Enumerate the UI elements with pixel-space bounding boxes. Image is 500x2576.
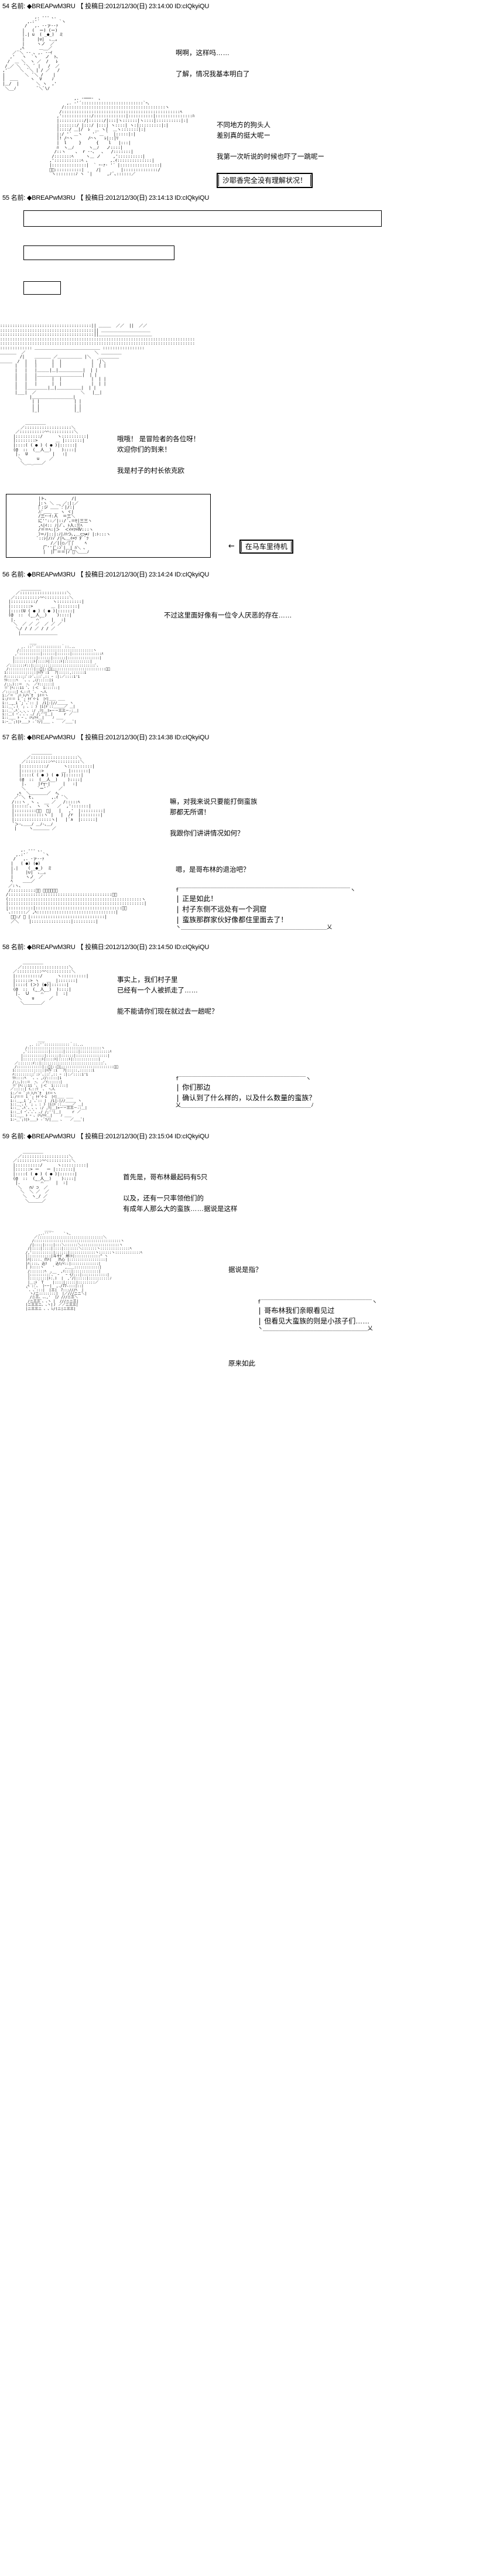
post-58-block-2: ＿＿ ,. ::'´::::::::::::｀::..、 /::::::::::…: [0, 1039, 500, 1122]
balloon-top-border: f‾‾‾‾‾‾‾‾‾‾‾‾‾‾‾‾‾‾‾‾‾‾‾‾‾‾‾‾‾‾‾‾‾‾‾ヽ: [258, 1299, 378, 1306]
hollow-box-medium: [23, 245, 174, 261]
post-54-block-2: ,. -───- ､ ,. ‐'´:::::::::::::::::::::::…: [0, 96, 500, 189]
ascii-art: |ト､ /| |:ヽ ＼ ＿ ／:|:／ |ﾞ:ジ ＿＿ ﾞ:ﾞ|/:| ﾉ:ﾞ…: [36, 496, 111, 555]
ascii-art: ＿＿＿＿＿ ／:::::::::::::::::::＼ ／::::::::::⌒…: [13, 1149, 89, 1203]
aa-art-elder-explain: ＿＿＿＿＿ ／:::::::::::::::::::＼ ／::::::::::⌒…: [0, 1149, 123, 1203]
post-55-scene-sofa: :::::::::::::::::::::::::::::::::::::|| …: [0, 323, 500, 413]
thread-page: 54 名前: ◆BREAPwM3RU 【 投稿日:2012/12/30(日) 2…: [0, 0, 500, 1375]
post-header-57: 57 名前: ◆BREAPwM3RU 【 投稿日:2012/12/30(日) 2…: [2, 734, 210, 742]
ascii-art: ＿＿＿＿＿ ／:::::::::::::::::::＼ ／::::::::::⌒…: [8, 586, 84, 636]
post-57: 57 名前: ◆BREAPwM3RU 【 投稿日:2012/12/30(日) 2…: [0, 733, 500, 932]
ascii-art: ＿＿＿＿＿ ／:::::::::::::::::::＼ ／::::::::::⌒…: [13, 960, 89, 1005]
speech-balloon-2: f‾‾‾‾‾‾‾‾‾‾‾‾‾‾‾‾‾‾‾‾‾‾‾‾‾‾‾‾‾‾‾‾‾‾‾‾‾‾‾…: [176, 1077, 316, 1108]
post-56: 56 名前: ◆BREAPwM3RU 【 投稿日:2012/12/30(日) 2…: [0, 571, 500, 724]
balloon-text: 哥布林我们亲眼看见过 但看见大蛮族的则是小孩子们……: [264, 1306, 370, 1326]
ascii-art: ＿＿＿＿＿ ／:::::::::::::::::::＼ ／::::::::::⌒…: [13, 420, 89, 466]
post-55-block-wagon: |ト､ /| |:ヽ ＼ ＿ ／:|:／ |ﾞ:ジ ＿＿ ﾞ:ﾞ|/:| ﾉ:ﾞ…: [0, 493, 500, 558]
speech-text: 事实上，我们村子里 已经有一个人被抓走了…… 能不能请你们现在就过去一趟呢？: [117, 977, 218, 1016]
post-59-right-col: 据说是指？ f‾‾‾‾‾‾‾‾‾‾‾‾‾‾‾‾‾‾‾‾‾‾‾‾‾‾‾‾‾‾‾‾‾…: [228, 1229, 500, 1369]
post-57-block-2: ,. -‐- ､. ,.:'´ `ヽ / ,. -ァ-‐ｧ | ( ●) (●)…: [0, 848, 500, 932]
speech-text: 哦哦！ 是冒险者的各位呀！ 欢迎你们的到来！ 我是村子的村长依克欧: [117, 435, 200, 475]
post-55-block-elder: ＿＿＿＿＿ ／:::::::::::::::::::＼ ／::::::::::⌒…: [0, 421, 500, 476]
post-59: 59 名前: ◆BREAPwM3RU 【 投稿日:2012/12/30(日) 2…: [0, 1132, 500, 1369]
post-55-speech-1-wrap: 哦哦！ 是冒险者的各位呀！ 欢迎你们的到来！ 我是村子的村长依克欧: [117, 421, 500, 476]
aa-art-big-figure: ＿＿_ ,.-''´ `ヽ､ ／::::::::::::::::::::::::…: [0, 1228, 228, 1311]
ascii-art: :::::::::::::::::::::::::::::::::::::|| …: [0, 323, 195, 413]
speech-text: 不过这里面好像有一位令人厌恶的存在……: [164, 612, 292, 619]
balloon-top-border: f‾‾‾‾‾‾‾‾‾‾‾‾‾‾‾‾‾‾‾‾‾‾‾‾‾‾‾‾‾‾‾‾‾‾‾‾‾‾‾…: [176, 1076, 311, 1083]
aa-art-village-elder: ＿＿＿＿＿ ／:::::::::::::::::::＼ ／::::::::::⌒…: [0, 421, 117, 466]
aa-art-elder-shock: ＿＿＿＿＿ ／:::::::::::::::::::＼ ／::::::::::⌒…: [0, 586, 164, 636]
wagon-frame: |ト､ /| |:ヽ ＼ ＿ ／:|:／ |ﾞ:ジ ＿＿ ﾞ:ﾞ|/:| ﾉ:ﾞ…: [6, 493, 211, 558]
speech-balloon-1: f‾‾‾‾‾‾‾‾‾‾‾‾‾‾‾‾‾‾‾‾‾‾‾‾‾‾‾‾‾‾‾‾‾‾‾‾‾‾‾…: [176, 888, 355, 930]
ascii-art: ,. -───- ､ ,. ‐'´:::::::::::::::::::::::…: [47, 96, 195, 177]
balloon-body: | | 哥布林我们亲眼看见过 但看见大蛮族的则是小孩子们……: [258, 1305, 377, 1326]
post-header-54: 54 名前: ◆BREAPwM3RU 【 投稿日:2012/12/30(日) 2…: [2, 3, 210, 10]
post-header-55: 55 名前: ◆BREAPwM3RU 【 投稿日:2012/12/30(日) 2…: [2, 195, 210, 202]
ascii-art: ,. -‐- ､. ,.:'´ `ヽ / ,. -ァ-‐ｧ | ( ●) (●)…: [6, 848, 147, 924]
balloon-left-bar: | | |: [176, 895, 180, 924]
ascii-art: ＿＿ ,. ::'´::::::::::::｀::..、 /::::::::::…: [10, 1039, 118, 1122]
speech-text-closing: 原来如此: [228, 1360, 255, 1368]
speech-text: 嘛，对我来说只要能打倒蛮族 那都无所谓！ 我跟你们讲讲情况如何？: [170, 799, 258, 838]
post-58-balloon-wrap: f‾‾‾‾‾‾‾‾‾‾‾‾‾‾‾‾‾‾‾‾‾‾‾‾‾‾‾‾‾‾‾‾‾‾‾‾‾‾‾…: [176, 1039, 500, 1110]
aa-art-girl-archer: ＿＿ ,. ::'´::::::::::::｀::..、 /::::::::::…: [0, 1039, 176, 1122]
aa-art-yaruo: ,. -‐- ､. ,.:'´ `ヽ / ,. -‐ァ-‐ｧ | ( ー) (ー…: [0, 15, 176, 91]
balloon-body: | | 你们那边 确认到了什么样的，以及什么数量的蛮族？: [176, 1082, 316, 1103]
post-58-block-1: ＿＿＿＿＿ ／:::::::::::::::::::＼ ／::::::::::⌒…: [0, 960, 500, 1017]
balloon-bottom-border: 乂_______________________________________…: [176, 1103, 314, 1109]
post-header-59: 59 名前: ◆BREAPwM3RU 【 投稿日:2012/12/30(日) 2…: [2, 1133, 210, 1141]
hollow-box-small: [23, 281, 61, 295]
arrow-left-icon: ←: [228, 541, 235, 551]
hollow-box-wide: [23, 210, 382, 227]
balloon-bottom-border: ヽ_________________________________乂: [258, 1326, 373, 1332]
post-55: 55 名前: ◆BREAPwM3RU 【 投稿日:2012/12/30(日) 2…: [0, 194, 500, 558]
post-header-56: 56 名前: ◆BREAPwM3RU 【 投稿日:2012/12/30(日) 2…: [2, 571, 210, 578]
balloon-top-border: f‾‾‾‾‾‾‾‾‾‾‾‾‾‾‾‾‾‾‾‾‾‾‾‾‾‾‾‾‾‾‾‾‾‾‾‾‾‾‾…: [176, 888, 356, 894]
balloon-left-bar: | |: [176, 1083, 180, 1103]
post-54: 54 名前: ◆BREAPwM3RU 【 投稿日:2012/12/30(日) 2…: [0, 0, 500, 189]
post-59-block-2: ＿＿_ ,.-''´ `ヽ､ ／::::::::::::::::::::::::…: [0, 1228, 500, 1369]
post-57-speech-2-wrap: 嗯，是哥布林的退治吧？ f‾‾‾‾‾‾‾‾‾‾‾‾‾‾‾‾‾‾‾‾‾‾‾‾‾‾‾…: [176, 848, 500, 932]
balloon-text: 你们那边 确认到了什么样的，以及什么数量的蛮族？: [182, 1083, 316, 1103]
post-59-block-1: ＿＿＿＿＿ ／:::::::::::::::::::＼ ／::::::::::⌒…: [0, 1149, 500, 1214]
speech-text: 啊啊，这样吗…… 了解，情况我基本明白了: [176, 50, 250, 78]
speech-text: 嗯，是哥布林的退治吧？: [176, 866, 250, 874]
page-bottom-spacer: [0, 1369, 500, 1375]
post-56-speech-1-wrap: 不过这里面好像有一位令人厌恶的存在……: [164, 587, 500, 621]
post-56-scene-figure: ＿＿ ,. ::'´::::::::::::｀::..、 /::::::::::…: [0, 642, 500, 724]
caption-text: 在马车里待机: [241, 541, 292, 552]
post-55-hollow-boxes: [0, 210, 500, 295]
post-54-speech-2-wrap: 不同地方的狗头人 差别真的挺大呢ー 我第一次听说的时候也吓了一跳呢ー 沙耶香完全…: [217, 97, 500, 189]
balloon-body: | | | 正是如此！ 村子东侧不远处有一个洞窟 蛮族那群家伙好像都住里面去了！: [176, 893, 355, 925]
aa-art-yaruo-reply: ,. -‐- ､. ,.:'´ `ヽ / ,. -ァ-‐ｧ | ( ●) (●)…: [0, 848, 176, 924]
balloon-bottom-border: ヽ_______________________________________…: [176, 924, 333, 931]
caption-box-sayaka: 沙耶香完全没有理解状况！: [217, 173, 313, 189]
caption-box-wagon: 在马车里待机: [239, 539, 293, 554]
ascii-art: ＿＿_ ,.-''´ `ヽ､ ／::::::::::::::::::::::::…: [25, 1228, 142, 1311]
ascii-art: ,. -‐- ､. ,.:'´ `ヽ / ,. -‐ァ-‐ｧ | ( ー) (ー…: [2, 15, 66, 91]
ascii-art: ＿＿＿＿＿ ／:::::::::::::::::::＼ ／::::::::::⌒…: [12, 750, 106, 831]
post-54-speech-1-wrap: 啊啊，这样吗…… 了解，情况我基本明白了: [176, 15, 500, 80]
post-56-block-1: ＿＿＿＿＿ ／:::::::::::::::::::＼ ／::::::::::⌒…: [0, 586, 500, 636]
speech-balloon-3: f‾‾‾‾‾‾‾‾‾‾‾‾‾‾‾‾‾‾‾‾‾‾‾‾‾‾‾‾‾‾‾‾‾‾‾ヽ | …: [258, 1300, 377, 1332]
aa-art-kobold: ,. -───- ､ ,. ‐'´:::::::::::::::::::::::…: [0, 96, 217, 177]
post-header-58: 58 名前: ◆BREAPwM3RU 【 投稿日:2012/12/30(日) 2…: [2, 944, 210, 951]
post-57-block-1: ＿＿＿＿＿ ／:::::::::::::::::::＼ ／::::::::::⌒…: [0, 750, 500, 839]
post-58: 58 名前: ◆BREAPwM3RU 【 投稿日:2012/12/30(日) 2…: [0, 943, 500, 1122]
balloon-left-bar: | |: [258, 1306, 262, 1326]
aa-art-elder-talk: ＿＿＿＿＿ ／:::::::::::::::::::＼ ／::::::::::⌒…: [0, 750, 170, 831]
post-54-block-1: ,. -‐- ､. ,.:'´ `ヽ / ,. -‐ァ-‐ｧ | ( ー) (ー…: [0, 15, 500, 91]
post-55-caption-wrap: ← 在马车里待机: [211, 494, 500, 554]
post-58-speech-1-wrap: 事实上，我们村子里 已经有一个人被抓走了…… 能不能请你们现在就过去一趟呢？: [117, 961, 500, 1017]
caption-text: 沙耶香完全没有理解状况！: [218, 175, 311, 187]
aa-art-elder-sad: ＿＿＿＿＿ ／:::::::::::::::::::＼ ／::::::::::⌒…: [0, 960, 117, 1005]
post-59-speech-1-wrap: 首先是，哥布林最起码有5只 以及，还有一只率领他们的 有成年人那么大的蛮族……据…: [123, 1150, 500, 1214]
balloon-text: 正是如此！ 村子东侧不远处有一个洞窟 蛮族那群家伙好像都住里面去了！: [182, 895, 288, 924]
post-57-speech-1-wrap: 嘛，对我来说只要能打倒蛮族 那都无所谓！ 我跟你们讲讲情况如何？: [170, 751, 500, 839]
speech-text: 不同地方的狗头人 差别真的挺大呢ー 我第一次听说的时候也吓了一跳呢ー: [217, 122, 324, 161]
speech-text: 据说是指？: [228, 1267, 262, 1274]
speech-text: 首先是，哥布林最起码有5只 以及，还有一只率领他们的 有成年人那么大的蛮族……据…: [123, 1174, 238, 1213]
ascii-art: ＿＿ ,. ::'´::::::::::::｀::..、 /::::::::::…: [2, 641, 110, 724]
